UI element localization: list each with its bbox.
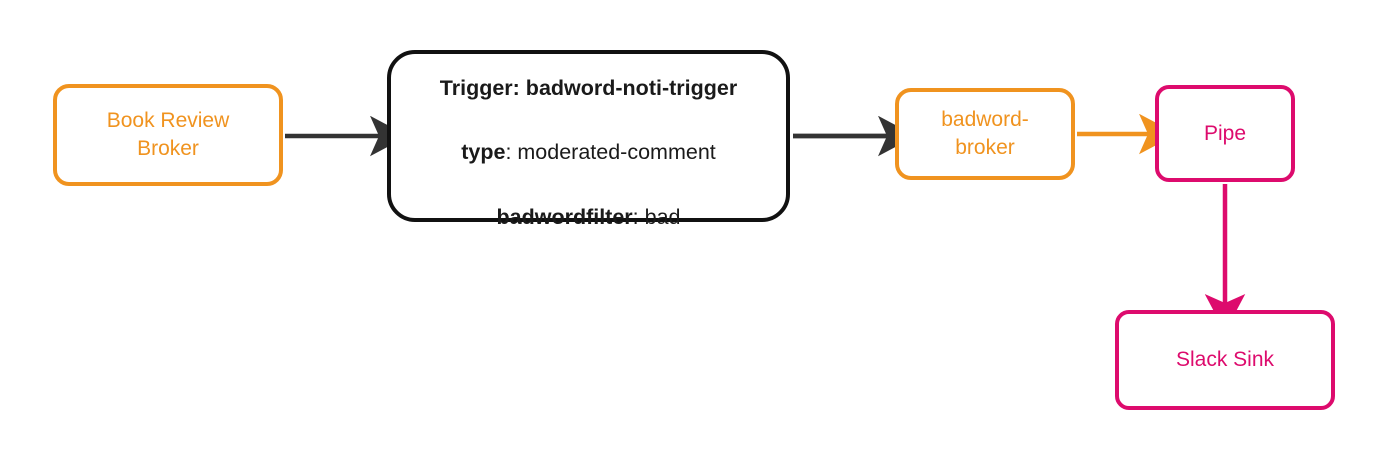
node-trigger-line-2-bold: type (461, 140, 506, 164)
node-book-review-broker[interactable]: Book Review Broker (53, 84, 283, 186)
node-pipe[interactable]: Pipe (1155, 85, 1295, 182)
node-trigger[interactable]: Trigger: badword-noti-trigger type: mode… (387, 50, 790, 229)
node-badword-broker-label: badword- broker (941, 108, 1029, 159)
node-trigger-line-3-bold: badwordfilter (496, 204, 633, 229)
node-book-review-broker-label: Book Review Broker (106, 109, 230, 160)
node-badword-broker[interactable]: badword- broker (895, 88, 1075, 180)
node-trigger-label: Trigger: badword-noti-trigger type: mode… (391, 39, 786, 233)
node-trigger-line-2: type: moderated-comment (461, 140, 716, 164)
node-pipe-label: Pipe (1203, 121, 1247, 145)
node-trigger-line-1-bold: Trigger: badword-noti-trigger (439, 75, 738, 100)
node-trigger-line-3-rest: : bad (632, 204, 681, 229)
node-trigger-line-2-rest: : moderated-comment (505, 140, 716, 164)
node-slack-sink-label: Slack Sink (1175, 348, 1275, 372)
node-slack-sink[interactable]: Slack Sink (1115, 310, 1335, 410)
node-trigger-line-1: Trigger: badword-noti-trigger (440, 76, 737, 100)
node-trigger-line-3: badwordfilter: bad (497, 205, 681, 229)
